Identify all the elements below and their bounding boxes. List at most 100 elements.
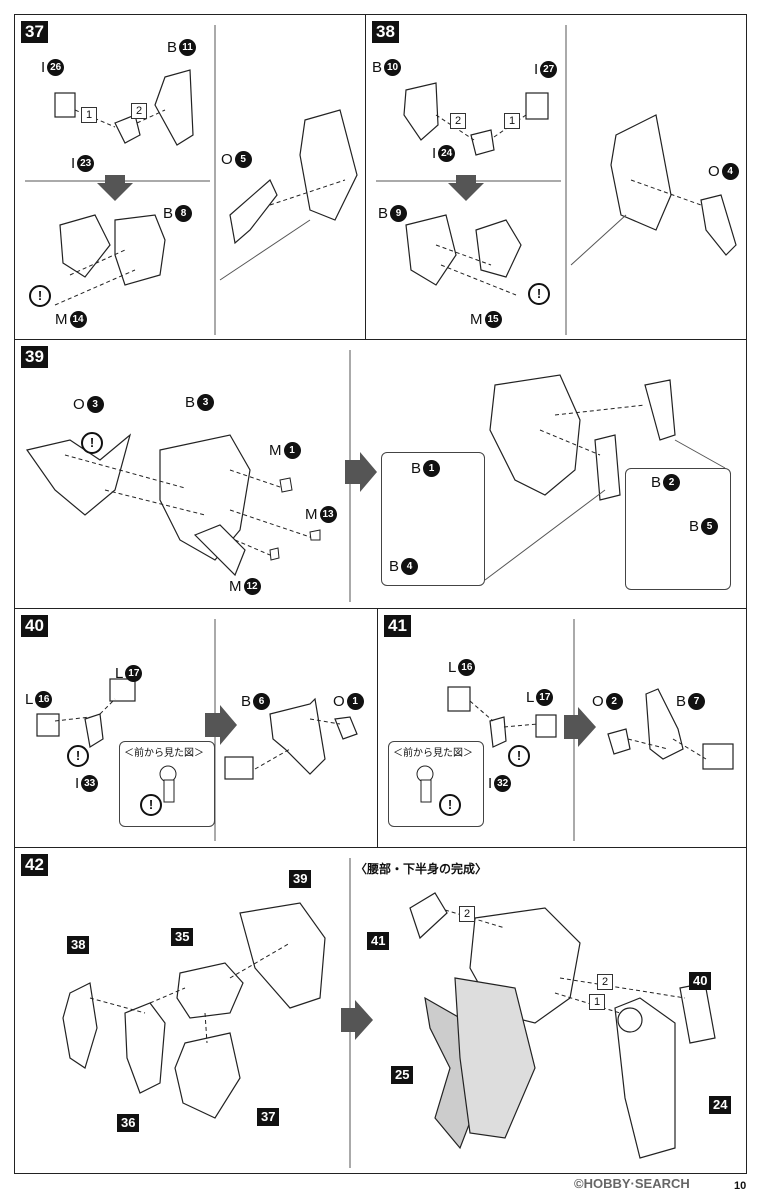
part-letter: L (526, 689, 535, 706)
order-2: 2 (459, 906, 475, 922)
part-36-label: 36 (117, 1114, 140, 1132)
part-letter: L (25, 691, 34, 708)
part-number: 9 (390, 205, 408, 222)
step-40-drawing (36, 619, 358, 841)
part-letter: B (241, 693, 252, 710)
part-letter: O (333, 693, 345, 710)
step-number: 37 (21, 21, 48, 43)
part-number: 4 (401, 558, 419, 575)
front-view-callout: ＜前から見た図＞ ! (119, 741, 215, 827)
part-number: 32 (494, 775, 512, 792)
warning-icon: ! (67, 745, 89, 767)
step-41-drawing (447, 619, 734, 841)
part-number: 6 (253, 693, 271, 710)
part-number: 33 (81, 775, 99, 792)
part-letter: M (269, 442, 282, 459)
warning-icon: ! (81, 432, 103, 454)
front-view-part (416, 765, 434, 803)
part-letter: L (448, 659, 457, 676)
order-2: 2 (131, 103, 147, 119)
part-number: 26 (47, 59, 65, 76)
part-letter: B (676, 693, 687, 710)
part-24-label: 24 (709, 1096, 732, 1114)
part-letter: B (389, 558, 400, 575)
page-number: 10 (734, 1180, 747, 1192)
part-number: 23 (77, 155, 95, 172)
part-letter: B (689, 518, 700, 535)
part-letter: O (592, 693, 604, 710)
part-41-label: 41 (367, 932, 390, 950)
part-letter: B (378, 205, 389, 222)
order-1: 1 (81, 107, 97, 123)
step-42-panel: 42 38 35 39 36 37 〈腰部・下半身の完成〉 41 40 25 2… (14, 847, 747, 1174)
part-letter: B (163, 205, 174, 222)
part-number: 27 (540, 61, 558, 78)
part-number: 1 (283, 442, 301, 459)
step-number: 40 (21, 615, 48, 637)
part-number: 2 (663, 474, 681, 491)
step-number: 41 (384, 615, 411, 637)
part-letter: L (115, 665, 124, 682)
part-number: 4 (721, 163, 739, 180)
part-number: 14 (69, 311, 87, 328)
step-38-divider (376, 25, 737, 335)
part-number: 15 (484, 311, 502, 328)
part-letter: I (488, 775, 493, 792)
part-letter: M (229, 578, 242, 595)
part-number: 3 (197, 394, 215, 411)
part-letter: B (651, 474, 662, 491)
step-37-divider (25, 25, 358, 335)
part-letter: B (411, 460, 422, 477)
part-number: 1 (423, 460, 441, 477)
order-2: 2 (597, 974, 613, 990)
part-number: 11 (179, 39, 197, 56)
warning-icon: ! (508, 745, 530, 767)
step-42-drawing (62, 858, 716, 1168)
warning-icon: ! (140, 794, 162, 816)
part-letter: M (55, 311, 68, 328)
completion-title: 〈腰部・下半身の完成〉 (355, 862, 488, 876)
step-number: 39 (21, 346, 48, 368)
step-number: 38 (372, 21, 399, 43)
part-letter: O (708, 163, 720, 180)
part-number: 16 (35, 691, 53, 708)
part-letter: M (470, 311, 483, 328)
step-number: 42 (21, 854, 48, 876)
part-39-label: 39 (289, 870, 312, 888)
part-letter: B (167, 39, 178, 56)
part-number: 13 (319, 506, 337, 523)
part-letter: B (185, 394, 196, 411)
part-letter: I (534, 61, 539, 78)
part-number: 17 (536, 689, 554, 706)
part-letter: I (75, 775, 80, 792)
watermark: ©HOBBY·SEARCH (574, 1176, 690, 1191)
part-number: 16 (458, 659, 476, 676)
part-number: 5 (701, 518, 719, 535)
order-1: 1 (504, 113, 520, 129)
part-number: 12 (243, 578, 261, 595)
